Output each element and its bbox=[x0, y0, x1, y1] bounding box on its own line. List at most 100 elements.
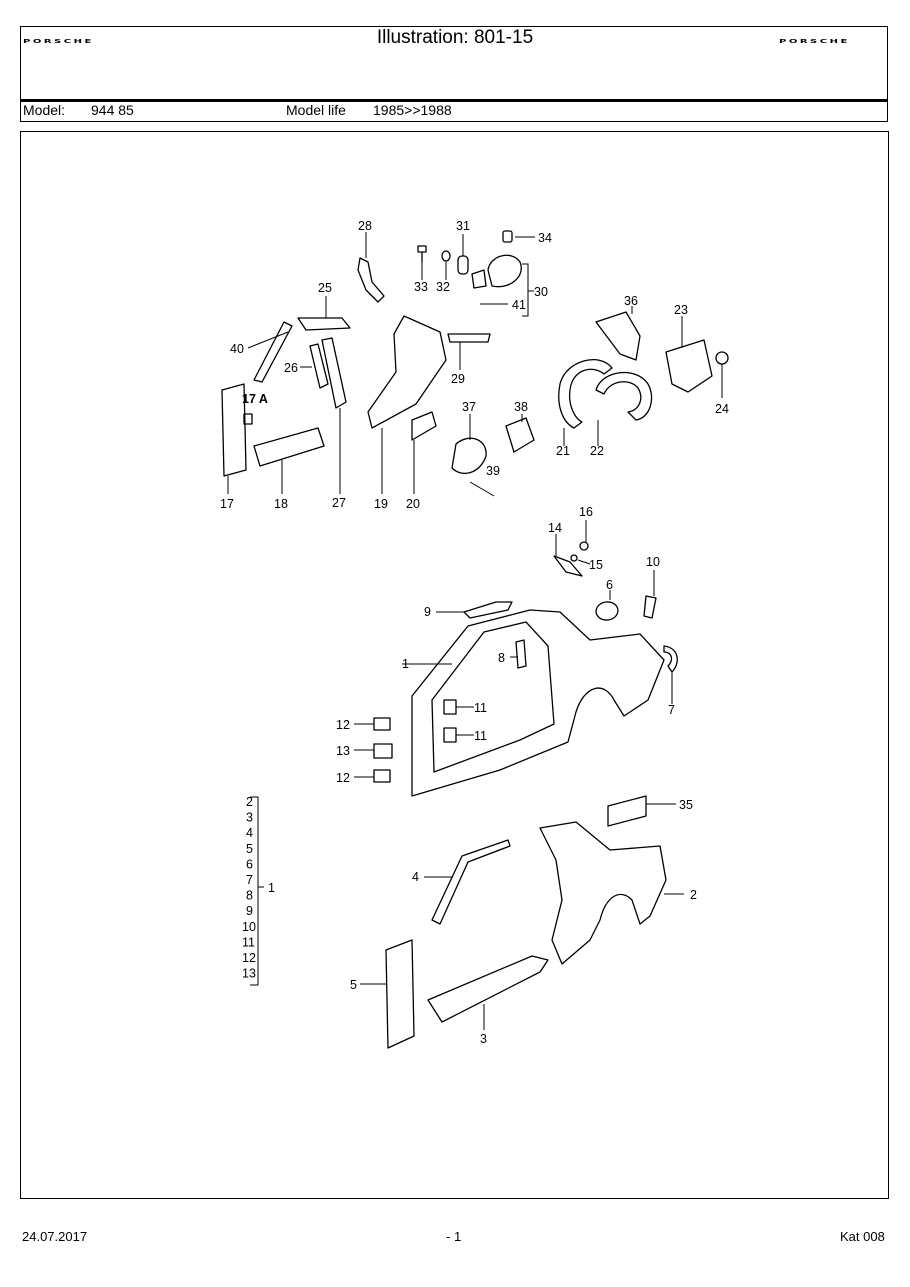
callout-27: 27 bbox=[332, 496, 346, 510]
group-list-item: 6 bbox=[246, 857, 253, 871]
callout-14: 14 bbox=[548, 521, 562, 535]
part-30 bbox=[487, 254, 522, 288]
part-9 bbox=[463, 601, 513, 619]
part-20 bbox=[411, 411, 437, 441]
callout-16: 16 bbox=[579, 505, 593, 519]
part-3 bbox=[427, 955, 549, 1023]
part-40 bbox=[253, 321, 293, 383]
part-34 bbox=[502, 230, 513, 243]
callout-6: 6 bbox=[606, 578, 613, 592]
callout-39: 39 bbox=[486, 464, 500, 478]
callout-41: 41 bbox=[512, 298, 526, 312]
model-life-label: Model life bbox=[286, 102, 346, 118]
brand-logo-left: PORSCHE bbox=[23, 38, 94, 45]
footer-date: 24.07.2017 bbox=[22, 1229, 88, 1244]
part-8 bbox=[515, 639, 527, 669]
part-12b bbox=[373, 769, 391, 783]
callout-3: 3 bbox=[480, 1032, 487, 1046]
model-life-value: 1985>>1988 bbox=[373, 102, 452, 118]
callout-15: 15 bbox=[589, 558, 603, 572]
callout-7: 7 bbox=[668, 703, 675, 717]
callout-32: 32 bbox=[436, 280, 450, 294]
part-22 bbox=[595, 371, 653, 421]
callout-29: 29 bbox=[451, 372, 465, 386]
callout-35: 35 bbox=[679, 798, 693, 812]
brand-logo-right: PORSCHE bbox=[779, 38, 850, 45]
callout-31: 31 bbox=[456, 219, 470, 233]
part-33 bbox=[417, 245, 427, 262]
illustration-title: Illustration: 801-15 bbox=[376, 27, 534, 48]
part-17 bbox=[221, 383, 247, 477]
callout-4: 4 bbox=[412, 870, 419, 884]
callout-26: 26 bbox=[284, 361, 298, 375]
part-11a bbox=[443, 699, 457, 715]
part-25 bbox=[297, 317, 351, 331]
callout-22: 22 bbox=[590, 444, 604, 458]
group-list-item: 10 bbox=[242, 920, 256, 934]
group-list-item: 9 bbox=[246, 904, 253, 918]
part-4 bbox=[431, 839, 511, 925]
part-2 bbox=[539, 821, 667, 965]
group-list-item: 5 bbox=[246, 842, 253, 856]
group-list-item: 2 bbox=[246, 795, 253, 809]
part-24 bbox=[715, 351, 729, 365]
callout-25: 25 bbox=[318, 281, 332, 295]
callout-group-1: 1 bbox=[268, 881, 275, 895]
callout-30: 30 bbox=[534, 285, 548, 299]
list-bracket bbox=[250, 796, 264, 986]
part-1-body-side bbox=[411, 609, 665, 797]
callout-10: 10 bbox=[646, 555, 660, 569]
part-29 bbox=[447, 333, 491, 343]
part-23 bbox=[665, 339, 713, 393]
part-41 bbox=[471, 269, 487, 289]
part-13 bbox=[373, 743, 393, 759]
callout-24: 24 bbox=[715, 402, 729, 416]
model-value: 944 85 bbox=[91, 102, 134, 118]
part-18 bbox=[253, 427, 325, 467]
part-21 bbox=[558, 359, 613, 429]
group-list-item: 12 bbox=[242, 951, 256, 965]
part-12a bbox=[373, 717, 391, 731]
callout-1: 1 bbox=[402, 657, 409, 671]
callout-28: 28 bbox=[358, 219, 372, 233]
group-list-item: 11 bbox=[242, 935, 255, 949]
callout-8: 8 bbox=[498, 651, 505, 665]
footer-catalog: Kat 008 bbox=[840, 1229, 885, 1244]
callout-20: 20 bbox=[406, 497, 420, 511]
group-list-item: 7 bbox=[246, 873, 253, 887]
part-38 bbox=[505, 417, 535, 453]
part-15 bbox=[570, 554, 578, 562]
callout-11a: 11 bbox=[474, 701, 487, 715]
part-32 bbox=[441, 250, 451, 262]
part-35 bbox=[607, 795, 647, 827]
part-6 bbox=[595, 601, 619, 621]
part-37 bbox=[451, 437, 487, 474]
callout-12b: 12 bbox=[336, 771, 350, 785]
callout-17: 17 bbox=[220, 497, 234, 511]
part-5 bbox=[385, 939, 415, 1049]
callout-36: 36 bbox=[624, 294, 638, 308]
callout-40: 40 bbox=[230, 342, 244, 356]
callout-23: 23 bbox=[674, 303, 688, 317]
header-box bbox=[20, 26, 888, 122]
callout-2: 2 bbox=[690, 888, 697, 902]
illustration-frame bbox=[20, 131, 889, 1199]
callout-37: 37 bbox=[462, 400, 476, 414]
part-10 bbox=[643, 595, 657, 619]
callout-18: 18 bbox=[274, 497, 288, 511]
callout-9: 9 bbox=[424, 605, 431, 619]
callout-13: 13 bbox=[336, 744, 350, 758]
callout-33: 33 bbox=[414, 280, 428, 294]
footer-page: - 1 bbox=[446, 1229, 462, 1244]
part-11b bbox=[443, 727, 457, 743]
callout-34: 34 bbox=[538, 231, 552, 245]
group-list-item: 8 bbox=[246, 889, 253, 903]
part-26 bbox=[309, 343, 329, 389]
part-19 bbox=[367, 315, 447, 429]
model-label: Model: bbox=[23, 102, 66, 118]
callout-17a: 17 A bbox=[242, 392, 268, 406]
part-28 bbox=[357, 257, 385, 303]
part-14 bbox=[553, 555, 583, 577]
part-7 bbox=[663, 645, 678, 673]
